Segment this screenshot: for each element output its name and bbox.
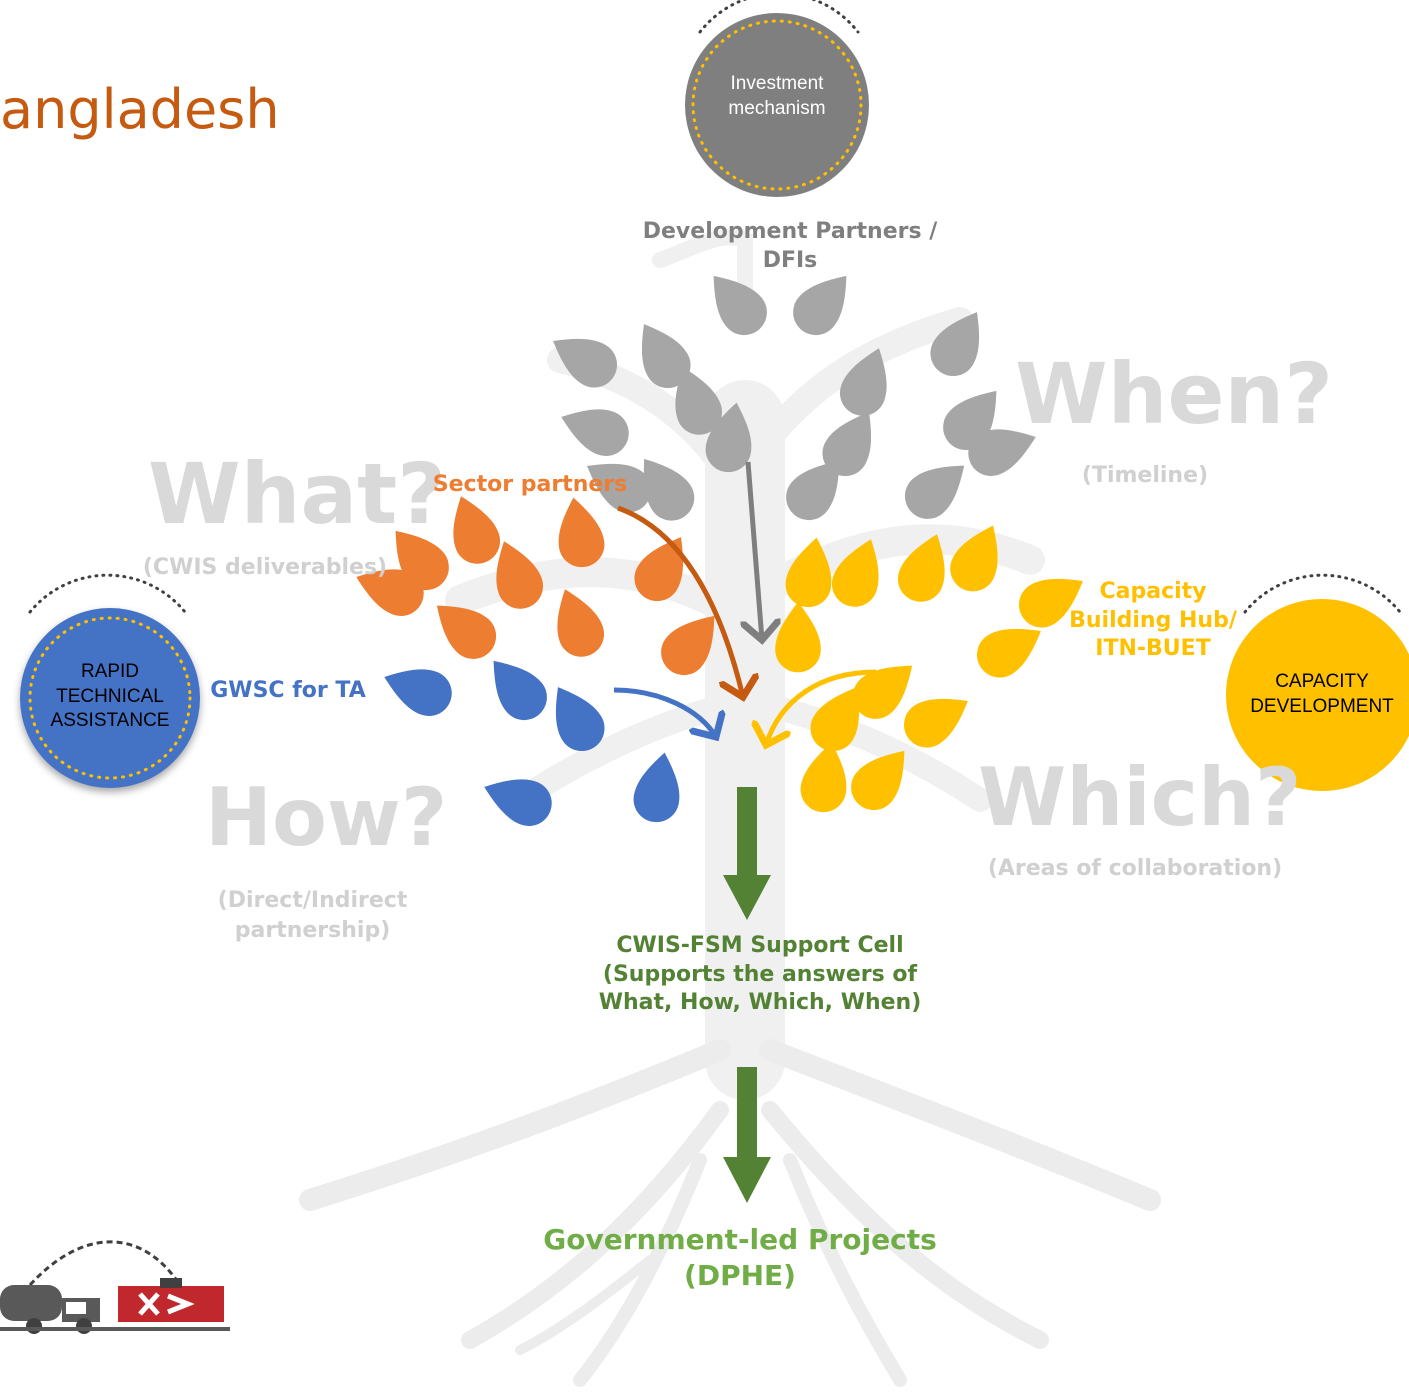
question-how: How? [205,771,448,864]
gray-leaf [643,458,695,521]
sector-partners-label: Sector partners [432,472,628,497]
support-cell-line-3: What, How, Which, When) [598,990,922,1016]
yellow-leaf [810,687,860,751]
orange-leaf [395,530,449,591]
page-title: angladesh [0,78,280,141]
orange-leaf [436,605,497,659]
development-partners-label: Development Partners / DFIs [620,218,960,275]
yellow-leaf [1019,578,1083,628]
investment-circle [685,0,869,197]
blue-leaves [384,660,680,827]
green-arrow-lower [723,1067,771,1203]
gray-leaf [822,412,872,476]
yellow-leaf [977,628,1041,678]
yellow-leaf [904,698,968,748]
gray-leaf [553,338,617,388]
orange-leaf [661,615,715,676]
orange-arrow [617,505,743,697]
gray-leaf [641,324,691,388]
capacity-line-1: CAPACITY [1275,671,1369,692]
yellow-leaf [852,665,913,719]
yellow-leaves [775,525,1083,813]
gwsc-label: GWSC for TA [210,678,366,703]
question-what: What? [148,445,447,543]
rapid-ta-label: RAPID TECHNICAL ASSISTANCE [30,660,190,734]
gray-arrow [748,461,762,640]
blue-leaf [484,779,552,827]
government-line-2: (DPHE) [684,1259,796,1293]
government-label: Government-led Projects (DPHE) [530,1222,950,1295]
orange-leaves [356,496,715,676]
rapid-ta-line-1: RAPID [80,661,140,682]
investment-line-1: Investment [730,73,824,94]
question-what-sub: (CWIS deliverables) [142,555,388,580]
yellow-leaf [785,537,832,608]
yellow-leaf [775,602,821,673]
gray-leaf [705,402,752,473]
question-when-sub: (Timeline) [1081,463,1209,488]
question-which: Which? [978,751,1302,844]
gray-leaf [675,367,723,435]
tree-roots [299,1039,1161,1387]
blue-leaf [633,752,680,823]
question-how-sub-1: (Direct/Indirect [217,888,408,913]
yellow-arrow [766,669,877,745]
capacity-line-2: DEVELOPMENT [1250,695,1394,717]
capacity-hub-label: Capacity Building Hub/ ITN-BUET [1058,578,1248,664]
gray-leaf [930,312,980,376]
question-when: When? [1015,345,1333,443]
rapid-ta-line-2: TECHNICAL [56,685,164,707]
yellow-leaf [950,525,998,592]
blue-leaf [555,687,605,751]
gray-leaf [904,465,965,519]
capacity-hub-line-1: Capacity [1099,579,1207,604]
gray-leaf [786,460,840,521]
question-which-sub: (Areas of collaboration) [987,856,1283,881]
gray-leaf [793,275,847,336]
gray-leaf [713,275,767,336]
orange-leaf [496,541,544,609]
gray-leaf [587,463,651,513]
capacity-hub-line-2: Building Hub/ [1069,607,1237,633]
orange-leaf [558,497,605,568]
truck-logo [0,1240,230,1334]
gray-leaf [968,429,1036,477]
orange-leaf [453,496,501,564]
development-partners-line-2: DFIs [762,247,818,273]
orange-leaf [356,569,424,617]
gray-leaf [561,409,629,457]
support-cell-label: CWIS-FSM Support Cell (Supports the answ… [570,932,950,1018]
blue-leaf [384,669,452,717]
gray-leaf [839,348,887,416]
yellow-leaf [851,750,905,811]
rapid-ta-circle [20,573,200,788]
question-how-sub-2: partnership) [234,917,391,943]
development-partners-line-1: Development Partners / [642,219,938,244]
blue-leaf [493,660,547,721]
question-how-sub: (Direct/Indirect partnership) [190,886,435,945]
capacity-circle-label: CAPACITY DEVELOPMENT [1232,670,1409,719]
orange-leaf [557,589,605,657]
government-line-1: Government-led Projects [543,1223,937,1256]
capacity-hub-line-3: ITN-BUET [1095,636,1211,662]
support-cell-line-2: (Supports the answers of [602,961,918,987]
yellow-leaf [800,742,847,813]
support-cell-line-1: CWIS-FSM Support Cell [616,933,904,958]
investment-line-2: mechanism [728,97,826,119]
investment-circle-label: Investment mechanism [697,72,857,121]
yellow-leaf [897,534,945,602]
rapid-ta-line-3: ASSISTANCE [50,710,170,732]
capacity-circle [1226,573,1409,791]
orange-leaf [634,537,684,601]
green-arrow-upper [723,787,771,920]
yellow-leaf [831,539,879,607]
blue-arrow [613,687,716,737]
gray-leaves [553,275,1036,521]
